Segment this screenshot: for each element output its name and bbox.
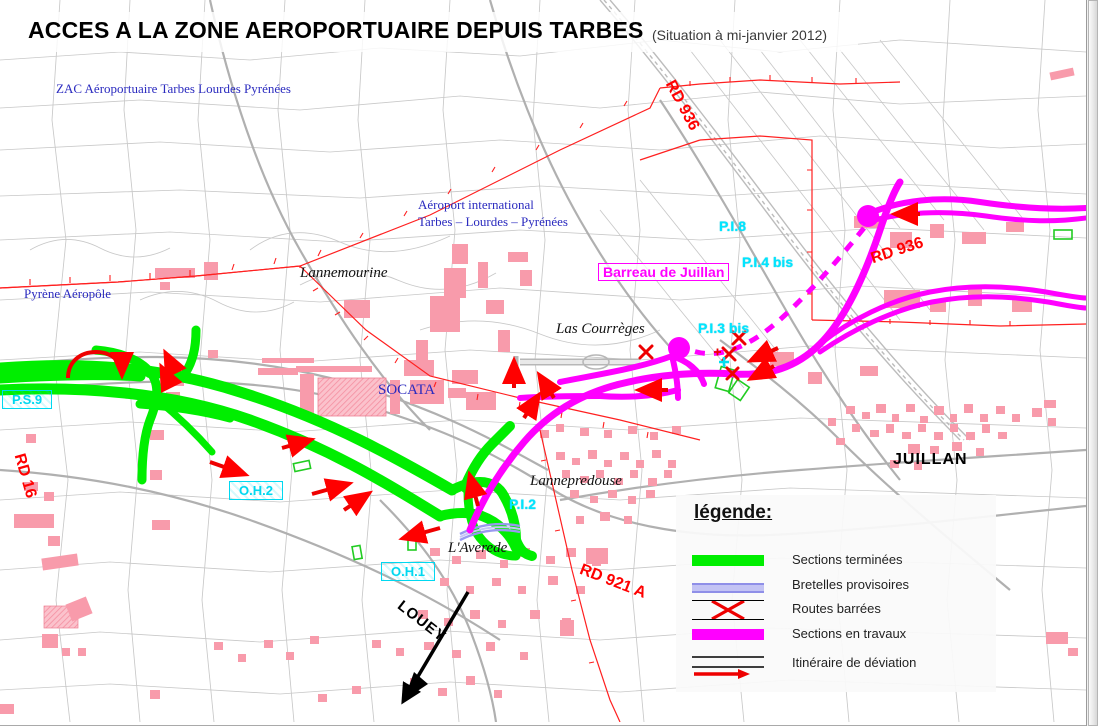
itineraire-deviation-arrows xyxy=(159,202,920,544)
label-lannemourine: Lannemourine xyxy=(300,265,388,281)
legend-row-itineraire-deviation: Itinéraire de déviation xyxy=(692,653,992,681)
label-pyrene-aeropole: Pyrène Aéropôle xyxy=(24,286,112,301)
label-las-courreges: Las Courrèges xyxy=(556,321,645,337)
legend-label-sections-en-travaux: Sections en travaux xyxy=(792,626,907,641)
u-turn-arrow xyxy=(66,349,134,380)
map-subtitle: (Situation à mi-janvier 2012) xyxy=(652,27,828,43)
legend-label-routes-barrees: Routes barrées xyxy=(792,601,881,616)
cyan-cross-markers xyxy=(719,357,729,367)
legend-row-sections-terminees: Sections terminées xyxy=(692,550,992,572)
roundabout-nodes xyxy=(668,205,879,359)
label-ps-9: P.S.9 xyxy=(2,390,53,409)
label-zac-aeroportuaire: ZAC Aéroportuaire Tarbes Lourdes Pyrénée… xyxy=(56,81,291,96)
legend-panel: légende: Sections terminées Bretelles pr… xyxy=(676,495,996,692)
buildings-layer xyxy=(0,67,1078,714)
label-oh-2: O.H.2 xyxy=(229,481,283,500)
small-red-crosses xyxy=(714,348,721,356)
label-laverede: L'Averede xyxy=(448,540,508,556)
label-aeroport-subtitle: Tarbes – Lourdes – Pyrénées xyxy=(418,214,568,229)
scrollbar-thumb[interactable] xyxy=(1088,0,1098,726)
red-cross-icon xyxy=(711,599,745,621)
label-socata: SOCATA xyxy=(378,382,436,398)
label-juillan: JUILLAN xyxy=(893,451,968,468)
legend-row-routes-barrees: Routes barrées xyxy=(692,599,992,621)
sections-terminees-layer xyxy=(0,325,537,561)
label-pi-8: P.I.8 xyxy=(719,218,746,234)
legend-row-sections-en-travaux: Sections en travaux xyxy=(692,624,992,646)
legend-row-bretelles-provisoires: Bretelles provisoires xyxy=(692,575,992,597)
bretelles-provisoires-layer xyxy=(459,522,521,542)
title-band xyxy=(18,12,858,52)
label-pi-3-bis: P.I.3 bis xyxy=(698,320,750,336)
legend-swatch-bretelles-provisoires xyxy=(692,583,764,593)
legend-label-sections-terminees: Sections terminées xyxy=(792,552,903,567)
label-pi-4-bis: P.I.4 bis xyxy=(742,254,794,270)
louey-arrow-head xyxy=(404,672,428,700)
legend-title: légende: xyxy=(694,502,773,523)
label-oh-1: O.H.1 xyxy=(381,562,435,581)
label-pi-2: P.I.2 xyxy=(509,496,536,512)
label-barreau-de-juillan: Barreau de Juillan xyxy=(598,263,730,281)
legend-swatch-sections-terminees xyxy=(692,555,764,566)
legend-swatch-sections-en-travaux xyxy=(692,629,764,640)
label-aeroport-international: Aéroport international xyxy=(418,197,534,212)
red-arrow-icon xyxy=(692,656,764,679)
routes-barrees-marks xyxy=(638,330,747,381)
legend-swatch-itineraire-deviation xyxy=(692,653,764,679)
legend-swatch-routes-barrees xyxy=(692,599,764,621)
zone-boundary xyxy=(0,79,1086,722)
legend-label-bretelles-provisoires: Bretelles provisoires xyxy=(792,577,910,592)
page-title: ACCES A LA ZONE AEROPORTUAIRE DEPUIS TAR… xyxy=(28,17,644,43)
label-lannepredouse: Lannepredouse xyxy=(530,473,622,489)
legend-label-itineraire-deviation: Itinéraire de déviation xyxy=(792,655,917,670)
vertical-scrollbar[interactable] xyxy=(1086,0,1098,726)
railway-line xyxy=(599,0,971,441)
